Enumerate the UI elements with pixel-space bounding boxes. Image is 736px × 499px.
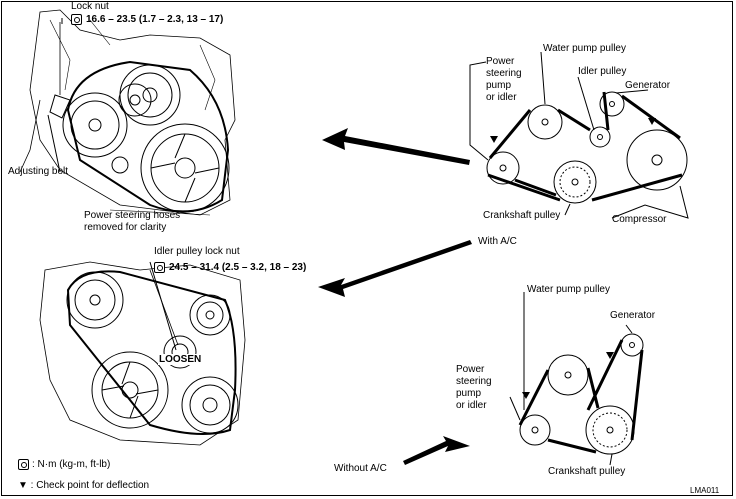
- noac-generator-label: Generator: [610, 310, 656, 321]
- noac-power-steering-label-1: Power: [456, 364, 485, 375]
- adjusting-bolt-label: Adjusting bolt: [8, 166, 69, 177]
- legend-check-point-text: ▼ : Check point for deflection: [18, 480, 150, 491]
- without-ac-label: Without A/C: [334, 463, 387, 474]
- with-ac-belt-diagram: [469, 51, 689, 219]
- ac-power-steering-label-4: or idler: [486, 92, 517, 103]
- ps-hoses-label-line1: Power steering hoses: [84, 210, 181, 221]
- noac-power-steering-label-4: or idler: [456, 400, 487, 411]
- figure-id: LMA011: [690, 486, 720, 495]
- ac-generator-label: Generator: [625, 80, 671, 91]
- ac-crankshaft-label: Crankshaft pulley: [483, 210, 561, 221]
- noac-crankshaft-label: Crankshaft pulley: [548, 466, 626, 477]
- loosen-label: LOOSEN: [158, 354, 203, 365]
- noac-water-pump-label: Water pump pulley: [527, 284, 610, 295]
- engine-bottom-illustration: [39, 261, 246, 446]
- arrows: [318, 128, 472, 465]
- noac-power-steering-label-2: steering: [456, 376, 492, 387]
- torque-wrench-icon: [71, 14, 82, 25]
- deflection-check-marker: [490, 136, 498, 143]
- idler-lock-nut-label: Idler pulley lock nut: [154, 246, 240, 257]
- deflection-check-marker: [606, 352, 614, 359]
- deflection-check-marker: [648, 118, 656, 125]
- deflection-check-marker: [522, 392, 530, 399]
- ac-power-steering-label-3: pump: [486, 80, 512, 91]
- legend-torque-text: : N·m (kg-m, ft-lb): [32, 459, 111, 470]
- noac-power-steering-label-3: pump: [456, 388, 482, 399]
- ac-compressor-label: Compressor: [612, 214, 667, 225]
- torque-wrench-icon: [154, 262, 165, 273]
- ac-water-pump-label: Water pump pulley: [543, 43, 626, 54]
- legend-torque-icon: [18, 459, 29, 470]
- without-ac-belt-diagram: [509, 292, 644, 466]
- ac-power-steering-label-2: steering: [486, 68, 522, 79]
- ps-hoses-label-line2: removed for clarity: [84, 222, 167, 233]
- engine-top-illustration: [19, 9, 236, 216]
- idler-lock-nut-torque-value: 24.5 – 31.4 (2.5 – 3.2, 18 – 23): [169, 262, 307, 273]
- with-ac-label: With A/C: [478, 236, 517, 247]
- lock-nut-label: Lock nut: [71, 1, 109, 12]
- ac-power-steering-label-1: Power: [486, 56, 515, 67]
- ac-idler-pulley-label: Idler pulley: [578, 66, 627, 77]
- lock-nut-torque-value: 16.6 – 23.5 (1.7 – 2.3, 13 – 17): [86, 14, 224, 25]
